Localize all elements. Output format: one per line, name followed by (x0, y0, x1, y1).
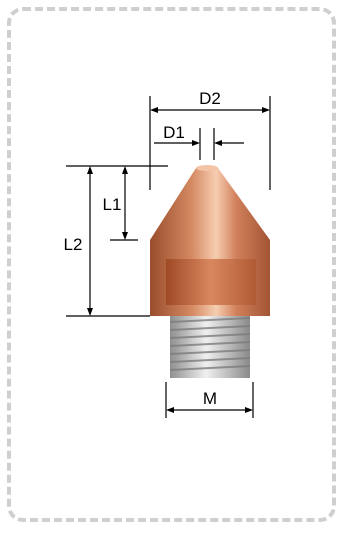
wrench-flat (166, 259, 256, 305)
arrowheads (87, 107, 270, 413)
threaded-shank (169, 316, 251, 378)
dashed-frame (7, 7, 336, 522)
copper-body (150, 165, 270, 316)
l2-label: L2 (64, 235, 83, 254)
m-label: M (203, 389, 217, 408)
d2-label: D2 (199, 89, 221, 108)
d1-label: D1 (163, 123, 185, 142)
l1-label: L1 (103, 195, 122, 214)
